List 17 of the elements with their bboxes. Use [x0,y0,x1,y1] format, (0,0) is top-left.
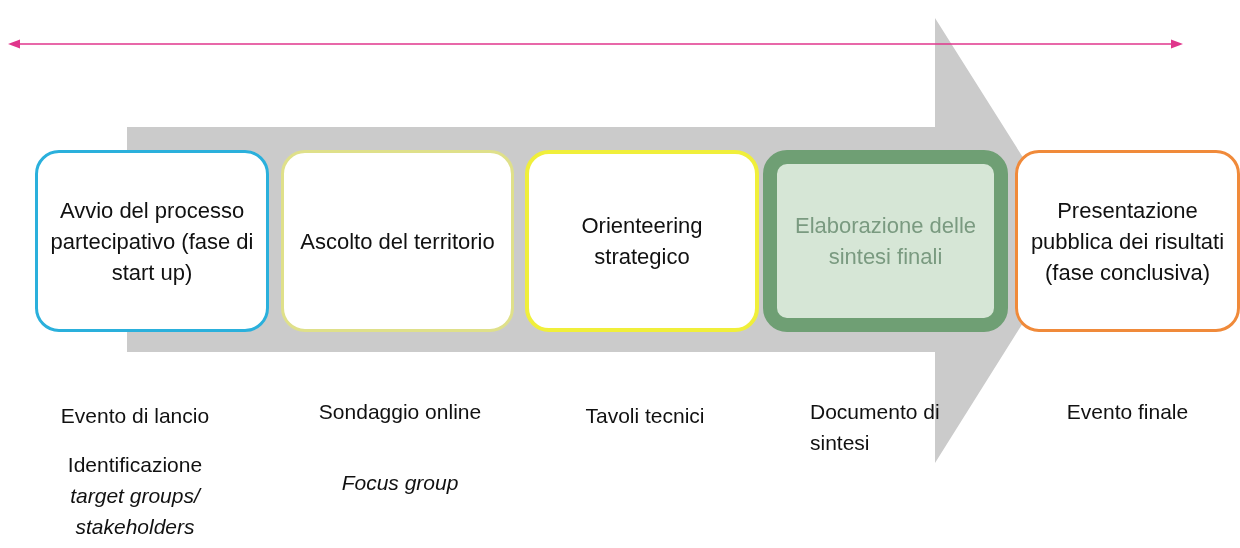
step-title: Orienteering strategico [580,212,704,271]
step-title: Presentazione pubblica dei risultati (fase conclusiva) [1029,196,1226,287]
activity-note: Sondaggio online [318,399,482,425]
step-title: Ascolto del territorio [300,227,495,256]
process-step-box [281,150,514,332]
step-title: Elaborazione delle sintesi finali [794,212,977,271]
step-title: Avvio del processo partecipativo (fase di start up) [49,196,255,287]
activity-note: Focus group [341,470,459,496]
process-step-box [525,150,759,332]
activity-note: Identificazione target groups/ stakeholders [66,452,204,540]
activity-note: Tavoli tecnici [585,403,705,429]
activity-note: Documento di sintesi [810,399,941,456]
activity-note: Evento di lancio [60,403,210,429]
process-step-box [1015,150,1240,332]
process-step-box [763,150,1008,332]
activity-note: Evento finale [1066,399,1189,425]
process-step-box [35,150,269,332]
